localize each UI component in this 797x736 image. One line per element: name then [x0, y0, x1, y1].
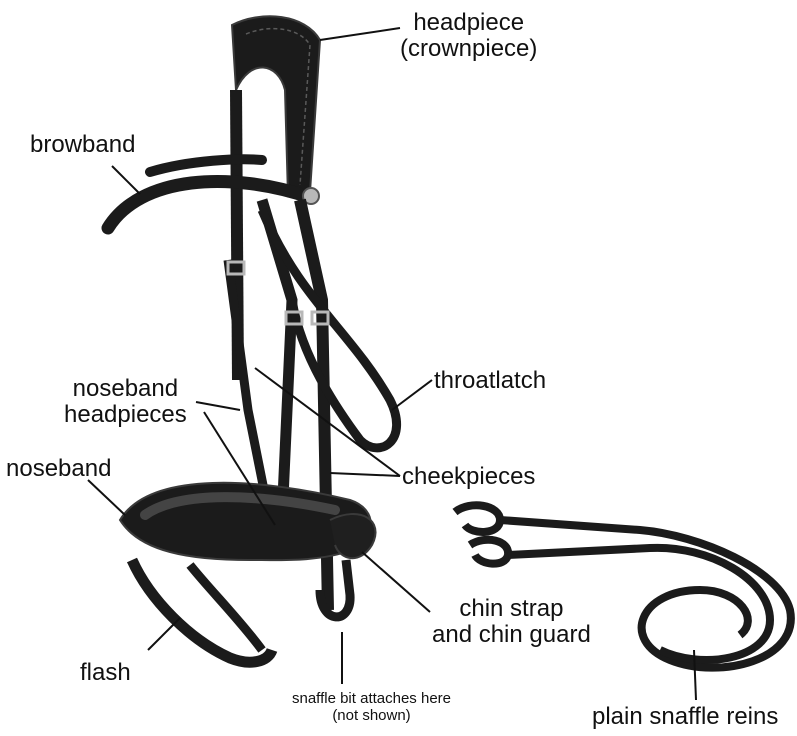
label-noseband-text: noseband — [6, 456, 111, 482]
leader-lines — [88, 28, 696, 700]
label-flash: flash — [80, 660, 131, 686]
reins-end-upper — [455, 505, 500, 532]
label-snaffle-bit: snaffle bit attaches here (not shown) — [292, 690, 451, 724]
label-snaffle-bit-line1: snaffle bit attaches here — [292, 690, 451, 707]
label-reins: plain snaffle reins — [592, 704, 778, 730]
leader-browband — [112, 166, 140, 194]
leader-chin-strap — [362, 552, 430, 612]
label-chin-strap-line1: chin strap — [432, 596, 591, 622]
label-chin-strap: chin strap and chin guard — [432, 596, 591, 648]
leader-flash — [148, 618, 180, 650]
label-noseband-headpieces-line1: noseband — [64, 376, 187, 402]
label-snaffle-bit-line2: (not shown) — [292, 707, 451, 724]
bridle-drawing — [108, 16, 791, 667]
reins-end-lower — [470, 540, 508, 564]
browband-shape — [108, 181, 312, 228]
label-noseband-headpieces: noseband headpieces — [64, 376, 187, 428]
label-headpiece-line1: headpiece — [400, 10, 537, 36]
label-throatlatch: throatlatch — [434, 368, 546, 394]
label-browband: browband — [30, 132, 135, 158]
leader-cheekpieces-2 — [330, 473, 400, 476]
leader-noseband-headpieces-1 — [196, 402, 240, 410]
leader-noseband — [88, 480, 125, 515]
label-noseband-headpieces-line2: headpieces — [64, 402, 187, 428]
label-cheekpieces: cheekpieces — [402, 464, 535, 490]
label-throatlatch-text: throatlatch — [434, 368, 546, 394]
leader-headpiece — [320, 28, 400, 40]
label-flash-text: flash — [80, 660, 131, 686]
headpiece-shape — [232, 16, 320, 196]
label-cheekpieces-text: cheekpieces — [402, 464, 535, 490]
label-noseband: noseband — [6, 456, 111, 482]
leader-throatlatch — [392, 380, 432, 410]
label-headpiece-line2: (crownpiece) — [400, 36, 537, 62]
label-chin-strap-line2: and chin guard — [432, 622, 591, 648]
label-headpiece: headpiece (crownpiece) — [400, 10, 537, 62]
browband-top — [150, 159, 262, 172]
label-browband-text: browband — [30, 132, 135, 158]
label-reins-text: plain snaffle reins — [592, 704, 778, 730]
